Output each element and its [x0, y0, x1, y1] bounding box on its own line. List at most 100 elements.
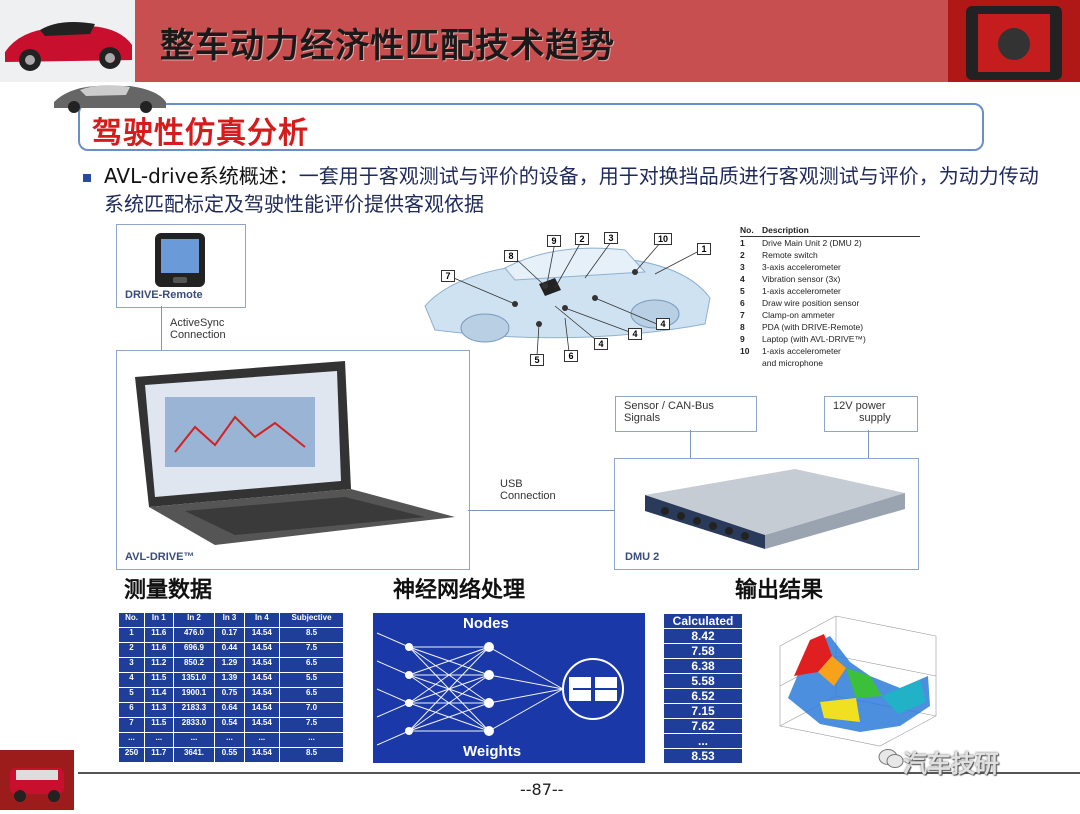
header-engine-image-right	[948, 0, 1080, 82]
table-cell: 3	[117, 657, 146, 673]
calc-value: ...	[663, 733, 743, 749]
surface-plot	[760, 606, 956, 756]
calc-value: 6.38	[663, 658, 743, 674]
header-bar	[0, 0, 1080, 82]
calc-row: 7.62	[663, 718, 743, 734]
table-cell: 14.54	[243, 702, 281, 718]
legend-header: No.Description	[740, 224, 920, 237]
table-cell: 14.54	[243, 717, 281, 733]
table-cell: 0.64	[214, 702, 245, 718]
calc-value: 7.62	[663, 718, 743, 734]
car-label-5: 5	[530, 354, 544, 366]
calc-header: Calculated	[663, 613, 743, 629]
table-header-cell: Subjective	[279, 612, 344, 628]
bullet-text: AVL-drive系统概述：一套用于客观测试与评价的设备，用于对换挡品质进行客观…	[104, 162, 1044, 218]
calc-value: 7.58	[663, 643, 743, 659]
table-cell: 7.5	[279, 717, 344, 733]
table-cell: 3641.	[172, 747, 216, 763]
table-cell: 11.5	[144, 672, 174, 688]
table-cell: 1.39	[214, 672, 245, 688]
car-label-9: 9	[547, 235, 561, 247]
footer-car-image	[0, 750, 74, 810]
sensor-label-1: Sensor / CAN-Bus	[624, 400, 714, 412]
table-cell: 11.5	[144, 717, 174, 733]
table-header-cell: In 2	[172, 612, 216, 628]
car-label-4b: 4	[628, 328, 642, 340]
table-cell: 0.55	[214, 747, 245, 763]
table-cell: 14.54	[243, 657, 281, 673]
activesync-connection-label: Connection	[170, 329, 226, 341]
table-cell: 11.7	[144, 747, 174, 763]
drive-remote-label: DRIVE-Remote	[125, 289, 203, 301]
car-sensor-diagram	[424, 241, 711, 357]
car-label-3: 3	[604, 232, 618, 244]
table-cell: 14.54	[243, 627, 281, 643]
table-cell: 6.5	[279, 687, 344, 703]
table-cell: 7	[117, 717, 146, 733]
table-cell: 0.54	[214, 717, 245, 733]
calc-value: 7.15	[663, 703, 743, 719]
avl-drive-label: AVL-DRIVE™	[125, 551, 195, 563]
car-label-4a: 4	[656, 318, 670, 330]
sensor-line	[690, 430, 691, 458]
table-cell: 2183.3	[172, 702, 216, 718]
table-cell: 1	[117, 627, 146, 643]
usb-line	[468, 510, 614, 511]
activesync-line	[161, 306, 162, 350]
neural-network-graph	[376, 632, 624, 746]
table-cell: 5.5	[279, 672, 344, 688]
section-title: 驾驶性仿真分析	[92, 116, 309, 151]
table-cell: 1900.1	[172, 687, 216, 703]
activesync-label: ActiveSync	[170, 317, 225, 329]
power-box: 12V power supply	[824, 396, 918, 432]
table-cell: 2	[117, 642, 146, 658]
car-label-1: 1	[697, 243, 711, 255]
car-label-8: 8	[504, 250, 518, 262]
dmu-panel: DMU 2	[614, 458, 919, 570]
nn-weights-label: Weights	[463, 743, 522, 760]
sensor-box: Sensor / CAN-Bus Signals	[615, 396, 757, 432]
table-cell: 14.54	[243, 672, 281, 688]
usb-label: USB	[500, 478, 523, 490]
usb-connection-label: Connection	[500, 490, 556, 502]
car-label-10: 10	[654, 233, 672, 245]
table-cell: ...	[279, 732, 344, 748]
car-label-6: 6	[564, 350, 578, 362]
table-cell: ...	[172, 732, 216, 748]
neural-network-panel: Nodes Weights	[373, 613, 645, 763]
calc-row: 8.53	[663, 748, 743, 764]
table-cell: 11.3	[144, 702, 174, 718]
dmu-label: DMU 2	[625, 551, 660, 563]
table-cell: ...	[214, 732, 245, 748]
calc-value: 6.52	[663, 688, 743, 704]
table-header-cell: In 1	[144, 612, 174, 628]
calc-row: 7.58	[663, 643, 743, 659]
bullet-body: 一套用于客观测试与评价的设备，用于对换挡品质进行客观测试与评价，为动力传动系统匹…	[104, 164, 1039, 216]
table-cell: 1.29	[214, 657, 245, 673]
table-cell: 2833.0	[172, 717, 216, 733]
pda-icon	[155, 233, 205, 287]
calc-value: 8.42	[663, 628, 743, 644]
power-label-1: 12V power	[833, 400, 886, 412]
caption-nn: 神经网络处理	[393, 577, 526, 603]
calc-row: 6.38	[663, 658, 743, 674]
table-cell: 850.2	[172, 657, 216, 673]
table-cell: 14.54	[243, 747, 281, 763]
dmu-device-icon	[645, 469, 905, 549]
calc-row: ...	[663, 733, 743, 749]
caption-measurement: 测量数据	[124, 577, 213, 603]
table-cell: 11.4	[144, 687, 174, 703]
car-label-4c: 4	[594, 338, 608, 350]
